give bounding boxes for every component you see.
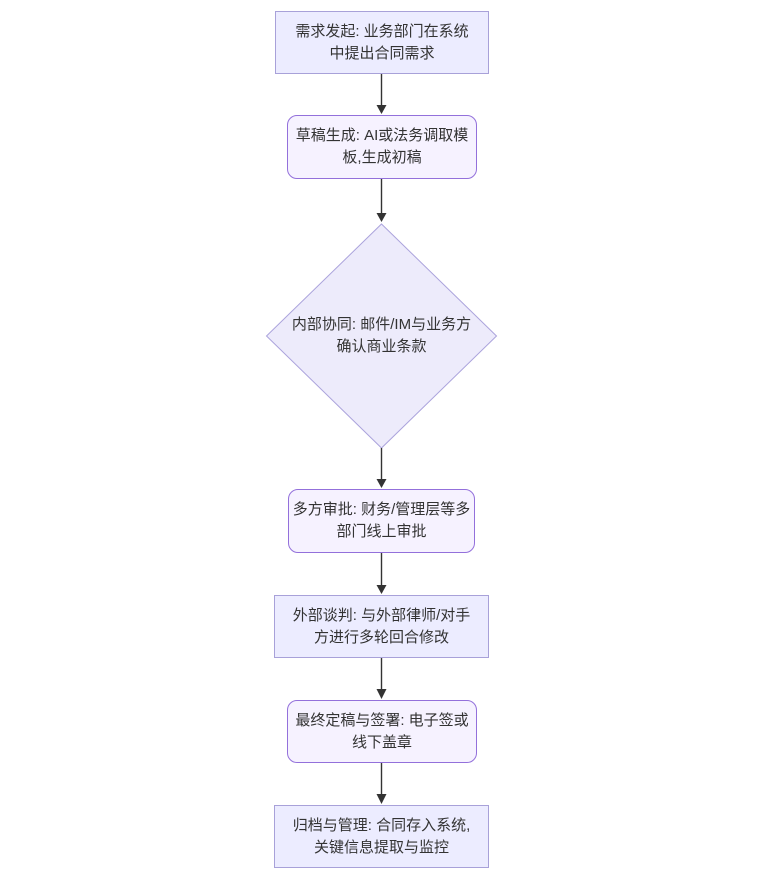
node-label-line: 板,生成初稿 <box>342 149 422 166</box>
node-label-line: 线下盖章 <box>351 733 412 751</box>
node-internal-collaboration: 内部协同: 邮件/IM与业务方 确认商业条款 <box>266 313 497 359</box>
node-label-line: 方进行多轮回合修改 <box>313 628 449 646</box>
node-label-line: 部门线上审批 <box>336 523 427 540</box>
arrow-connector-5 <box>376 658 387 699</box>
node-label-line: 外部谈判: 与外部律师/对手 <box>292 606 471 624</box>
node-final-sign-off: 最终定稿与签署: 电子签或 线下盖章 <box>287 700 477 763</box>
node-label-line: 归档与管理: 合同存入系统, <box>292 816 471 834</box>
node-label-line: 关键信息提取与监控 <box>313 838 449 856</box>
node-external-negotiation: 外部谈判: 与外部律师/对手 方进行多轮回合修改 <box>274 595 489 658</box>
arrowhead-icon <box>376 479 387 488</box>
node-requirement-initiation: 需求发起: 业务部门在系统 中提出合同需求 <box>275 11 489 74</box>
node-label-line: 确认商业条款 <box>336 338 427 355</box>
arrow-connector-6 <box>376 763 387 804</box>
node-label-line: 中提出合同需求 <box>329 44 435 62</box>
arrowhead-icon <box>376 105 387 114</box>
node-label-line: 内部协同: 邮件/IM与业务方 <box>291 316 472 333</box>
node-archive-management: 归档与管理: 合同存入系统, 关键信息提取与监控 <box>274 805 489 868</box>
arrowhead-icon <box>376 794 387 804</box>
node-draft-generation: 草稿生成: AI或法务调取模 板,生成初稿 <box>287 115 477 179</box>
node-label-line: 需求发起: 业务部门在系统 <box>295 22 469 40</box>
arrow-connector-4 <box>376 553 387 594</box>
node-label-line: 草稿生成: AI或法务调取模 <box>295 127 469 144</box>
arrow-connector-3 <box>376 448 387 488</box>
arrowhead-icon <box>376 689 387 699</box>
arrow-connector-1 <box>376 74 387 114</box>
node-label-line: 多方审批: 财务/管理层等多 <box>292 501 471 518</box>
node-multi-party-approval: 多方审批: 财务/管理层等多 部门线上审批 <box>288 489 475 553</box>
node-label-line: 最终定稿与签署: 电子签或 <box>295 711 469 729</box>
arrowhead-icon <box>376 585 387 594</box>
arrowhead-icon <box>376 213 387 222</box>
arrow-connector-2 <box>376 179 387 222</box>
